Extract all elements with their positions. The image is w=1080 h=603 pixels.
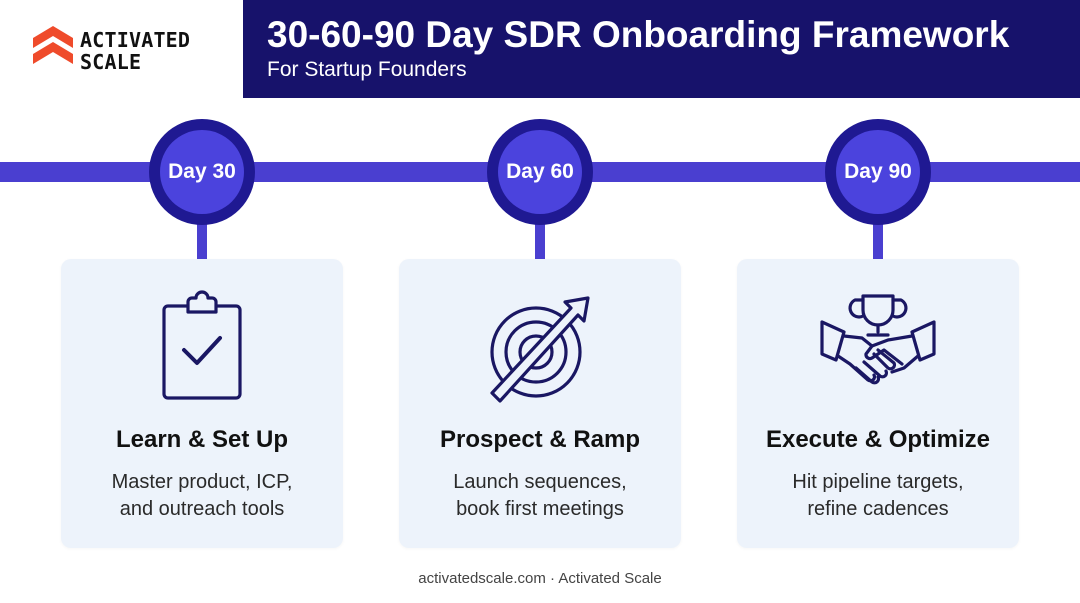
milestone-day-90: Day 90 xyxy=(825,119,931,225)
brand-name: ACTIVATED SCALE xyxy=(80,29,190,73)
milestone-inner: Day 90 xyxy=(836,130,920,214)
phase-description-line: Launch sequences, xyxy=(453,471,627,493)
milestone-day-60: Day 60 xyxy=(487,119,593,225)
page-title: 30-60-90 Day SDR Onboarding Framework xyxy=(267,14,1010,55)
milestone-day-30: Day 30 xyxy=(149,119,255,225)
phase-description: Master product, ICP, and outreach tools xyxy=(61,469,343,523)
page-subtitle: For Startup Founders xyxy=(267,58,467,81)
milestone-inner: Day 60 xyxy=(498,130,582,214)
brand-logo-area: ACTIVATED SCALE xyxy=(0,0,243,98)
milestone-inner: Day 30 xyxy=(160,130,244,214)
milestone-label: Day 30 xyxy=(168,160,236,183)
phase-title: Learn & Set Up xyxy=(115,426,289,453)
activated-scale-logo-icon xyxy=(33,26,73,64)
phase-card-learn: Learn & Set Up Master product, ICP, and … xyxy=(61,259,343,548)
phase-card-execute: Execute & Optimize Hit pipeline targets,… xyxy=(737,259,1019,548)
phase-title: Prospect & Ramp xyxy=(439,426,641,453)
milestone-label: Day 90 xyxy=(844,160,912,183)
phase-description: Hit pipeline targets, refine cadences xyxy=(737,469,1019,523)
timeline-connector xyxy=(873,214,883,260)
phase-description-line: refine cadences xyxy=(807,498,949,520)
timeline-connector xyxy=(535,214,545,260)
target-arrow-icon xyxy=(490,296,590,403)
phase-card-prospect: Prospect & Ramp Launch sequences, book f… xyxy=(399,259,681,548)
milestone-label: Day 60 xyxy=(506,160,574,183)
footer-credit: activatedscale.com · Activated Scale xyxy=(418,570,662,587)
clipboard-check-icon xyxy=(162,290,242,400)
timeline-connector xyxy=(197,214,207,260)
brand-name-line1: ACTIVATED xyxy=(80,28,191,52)
trophy-handshake-icon xyxy=(820,294,936,385)
phase-description-line: Hit pipeline targets, xyxy=(792,471,964,493)
brand-name-line2: SCALE xyxy=(80,50,142,74)
phase-description-line: Master product, ICP, xyxy=(111,471,293,493)
phase-description: Launch sequences, book first meetings xyxy=(399,469,681,523)
phase-description-line: book first meetings xyxy=(456,498,624,520)
header-banner: 30-60-90 Day SDR Onboarding Framework Fo… xyxy=(243,0,1080,98)
phase-description-line: and outreach tools xyxy=(119,498,285,520)
phase-title: Execute & Optimize xyxy=(765,426,991,453)
